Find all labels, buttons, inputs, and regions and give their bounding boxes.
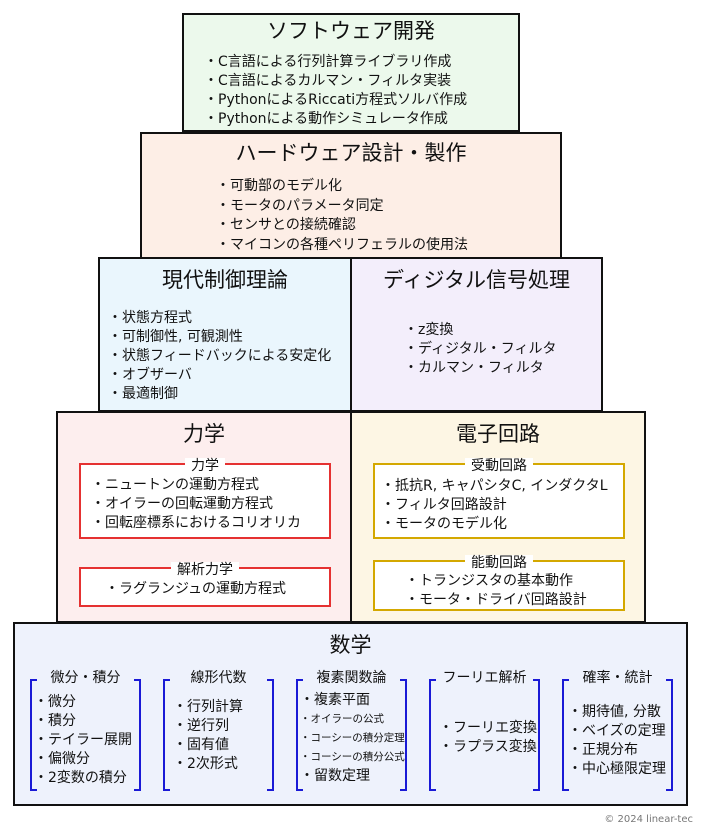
list-item: ・ラグランジュの運動方程式 [105, 581, 287, 597]
list-item: ・モータ・ドライバ回路設計 [405, 592, 587, 608]
list-item: ・フィルタ回路設計 [381, 497, 507, 513]
copyright-text: © 2024 linear-tec [604, 814, 693, 825]
hardware-design-list: ・可動部のモデル化 ・モータのパラメータ同定 ・センサとの接続確認 ・マイコンの… [216, 177, 468, 255]
column-title: フーリエ解析 [442, 670, 527, 686]
list-item: ・Pythonによる動作シミュレータ作成 [204, 111, 448, 127]
passive-circuits-group: 受動回路 ・抵抗R, キャパシタC, インダクタL ・フィルタ回路設計 ・モータ… [373, 458, 625, 539]
list-item: ・センサとの接続確認 [216, 217, 356, 233]
column-title: 微分・積分 [50, 670, 121, 686]
list-item: ・偏微分 [34, 751, 90, 767]
software-dev-title: ソフトウェア開発 [267, 19, 435, 43]
mechanics-title: 力学 [183, 422, 225, 446]
control-theory-title: 現代制御理論 [162, 268, 288, 292]
analytical-mechanics-title: 解析力学 [171, 562, 239, 578]
circuits-title: 電子回路 [456, 422, 540, 446]
list-item: ・オブザーバ [108, 367, 192, 383]
list-item: ・モータのパラメータ同定 [216, 197, 384, 214]
analytical-mechanics-group: 解析力学 ・ラグランジュの運動方程式 [79, 562, 331, 607]
column-title: 線形代数 [190, 670, 247, 686]
list-item: ・z変換 [404, 322, 454, 338]
math-column-complex-analysis: 複素関数論 ・複素平面 ・オイラーの公式 ・コーシーの積分定理 ・コーシーの積分… [296, 670, 407, 791]
list-item: ・フーリエ変換 [439, 720, 537, 736]
active-circuits-title: 能動回路 [465, 555, 533, 571]
list-item: ・固有値 [173, 737, 229, 753]
math-column-calculus: 微分・積分 ・微分 ・積分 ・テイラー展開 ・偏微分 ・2変数の積分 [30, 670, 141, 791]
list-item: ・トランジスタの基本動作 [405, 573, 573, 589]
list-item: ・2次形式 [173, 756, 238, 772]
passive-circuits-title: 受動回路 [465, 458, 533, 474]
list-item: ・抵抗R, キャパシタC, インダクタL [381, 478, 608, 494]
list-item: ・2変数の積分 [34, 770, 127, 786]
list-item: ・コーシーの積分定理 [300, 732, 405, 744]
list-item: ・ニュートンの運動方程式 [91, 477, 259, 493]
list-item: ・ラプラス変換 [439, 739, 537, 755]
list-item: ・可制御性, 可観測性 [108, 329, 243, 345]
list-item: ・積分 [34, 713, 76, 729]
list-item: ・状態フィードバックによる安定化 [108, 348, 332, 364]
list-item: ・状態方程式 [108, 310, 192, 326]
list-item: ・オイラーの公式 [300, 713, 384, 725]
dsp-box: ディジタル信号処理 ・z変換 ・ディジタル・フィルタ ・カルマン・フィルタ [350, 257, 603, 412]
math-title: 数学 [329, 633, 372, 657]
list-item: ・PythonによるRiccati方程式ソルバ作成 [204, 92, 468, 108]
list-item: ・中心極限定理 [568, 761, 666, 777]
mechanics-box: 力学 力学 ・ニュートンの運動方程式 ・オイラーの回転運動方程式 ・回転座標系に… [56, 411, 352, 623]
control-theory-list: ・状態方程式 ・可制御性, 可観測性 ・状態フィードバックによる安定化 ・オブザ… [108, 309, 331, 404]
list-item: ・行列計算 [173, 699, 243, 715]
list-item: ・可動部のモデル化 [216, 178, 342, 194]
list-item: ・マイコンの各種ペリフェラルの使用法 [216, 236, 468, 253]
hardware-design-title: ハードウェア設計・製作 [235, 141, 467, 165]
software-dev-list: ・C言語による行列計算ライブラリ作成 ・C言語によるカルマン・フィルタ実装 ・P… [204, 53, 467, 129]
math-box: 数学 微分・積分 ・微分 ・積分 ・テイラー展開 ・偏微分 ・2変数の積分 線形… [13, 622, 688, 806]
list-item: ・複素平面 [300, 692, 370, 708]
column-title: 確率・統計 [582, 670, 653, 686]
list-item: ・回転座標系におけるコリオリカ [91, 515, 301, 531]
list-item: ・正規分布 [568, 742, 638, 758]
software-dev-box: ソフトウェア開発 ・C言語による行列計算ライブラリ作成 ・C言語によるカルマン・… [182, 13, 520, 132]
dynamics-group-title: 力学 [185, 458, 225, 474]
math-column-probability-statistics: 確率・統計 ・期待値, 分散 ・ベイズの定理 ・正規分布 ・中心極限定理 [562, 670, 673, 791]
column-title: 複素関数論 [316, 670, 387, 686]
list-item: ・期待値, 分散 [568, 704, 661, 720]
hardware-design-box: ハードウェア設計・製作 ・可動部のモデル化 ・モータのパラメータ同定 ・センサと… [140, 132, 562, 259]
dsp-title: ディジタル信号処理 [382, 268, 571, 292]
list-item: ・C言語によるカルマン・フィルタ実装 [204, 73, 452, 89]
list-item: ・カルマン・フィルタ [404, 360, 544, 376]
list-item: ・留数定理 [300, 768, 370, 784]
list-item: ・オイラーの回転運動方程式 [91, 496, 273, 512]
active-circuits-group: 能動回路 ・トランジスタの基本動作 ・モータ・ドライバ回路設計 [373, 555, 625, 611]
list-item: ・逆行列 [173, 718, 229, 734]
list-item: ・C言語による行列計算ライブラリ作成 [204, 54, 452, 70]
dsp-list: ・z変換 ・ディジタル・フィルタ ・カルマン・フィルタ [404, 321, 556, 378]
math-column-fourier-analysis: フーリエ解析 ・フーリエ変換 ・ラプラス変換 [429, 670, 540, 791]
list-item: ・テイラー展開 [34, 732, 132, 748]
list-item: ・ベイズの定理 [568, 723, 666, 739]
control-theory-box: 現代制御理論 ・状態方程式 ・可制御性, 可観測性 ・状態フィードバックによる安… [98, 257, 352, 412]
math-column-linear-algebra: 線形代数 ・行列計算 ・逆行列 ・固有値 ・2次形式 [163, 670, 274, 791]
list-item: ・モータのモデル化 [381, 516, 507, 532]
list-item: ・最適制御 [108, 386, 178, 402]
list-item: ・コーシーの積分公式 [300, 751, 405, 763]
circuits-box: 電子回路 受動回路 ・抵抗R, キャパシタC, インダクタL ・フィルタ回路設計… [350, 411, 646, 623]
list-item: ・ディジタル・フィルタ [404, 341, 557, 357]
dynamics-group: 力学 ・ニュートンの運動方程式 ・オイラーの回転運動方程式 ・回転座標系における… [79, 458, 331, 539]
list-item: ・微分 [34, 694, 76, 710]
